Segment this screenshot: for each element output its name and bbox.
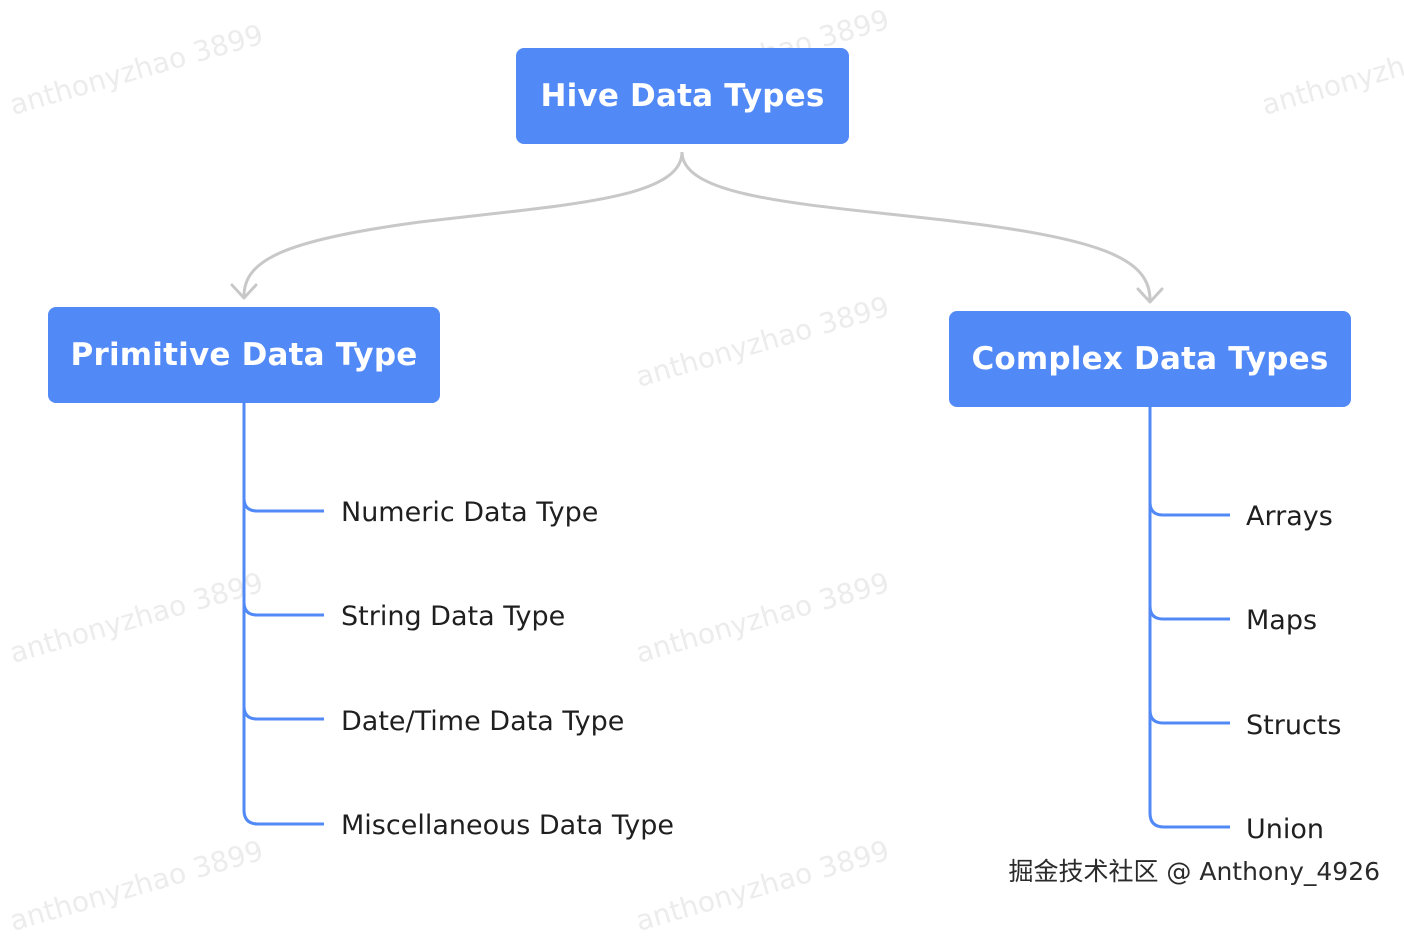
complex-tick-4	[1148, 812, 1230, 829]
mind-map-canvas: anthonyzhao 3899 anthonyzhao 3899 anthon…	[6, 3, 1404, 938]
primitive-tick-2	[242, 601, 324, 617]
complex-node-label: Complex Data Types	[971, 341, 1329, 377]
connector-root-to-complex	[680, 151, 1152, 301]
primitive-tick-4	[242, 809, 324, 826]
arrowhead-primitive	[230, 283, 258, 300]
primitive-tick-1	[242, 497, 324, 513]
leaf-maps[interactable]: Maps	[1246, 605, 1318, 636]
connector-root-to-primitive	[242, 151, 684, 297]
complex-tick-1	[1148, 501, 1230, 517]
leaf-date-time-data-type[interactable]: Date/Time Data Type	[341, 706, 625, 737]
root-node-label: Hive Data Types	[540, 78, 825, 114]
leaf-numeric-data-type[interactable]: Numeric Data Type	[341, 497, 599, 528]
leaf-string-data-type[interactable]: String Data Type	[341, 601, 566, 632]
complex-tick-3	[1148, 709, 1230, 725]
primitive-data-type-node[interactable]: Primitive Data Type	[48, 307, 440, 403]
complex-data-types-node[interactable]: Complex Data Types	[949, 311, 1351, 407]
primitive-node-label: Primitive Data Type	[70, 337, 418, 373]
connector-lines	[230, 151, 1230, 829]
leaf-structs[interactable]: Structs	[1246, 710, 1342, 741]
leaf-miscellaneous-data-type[interactable]: Miscellaneous Data Type	[341, 810, 674, 841]
primitive-tick-3	[242, 705, 324, 721]
arrowhead-complex	[1136, 287, 1164, 304]
root-node[interactable]: Hive Data Types	[516, 48, 849, 144]
complex-tick-2	[1148, 605, 1230, 621]
leaf-union[interactable]: Union	[1246, 814, 1325, 845]
source-credit: 掘金技术社区 @ Anthony_4926	[1008, 857, 1380, 886]
leaf-arrays[interactable]: Arrays	[1246, 501, 1333, 532]
